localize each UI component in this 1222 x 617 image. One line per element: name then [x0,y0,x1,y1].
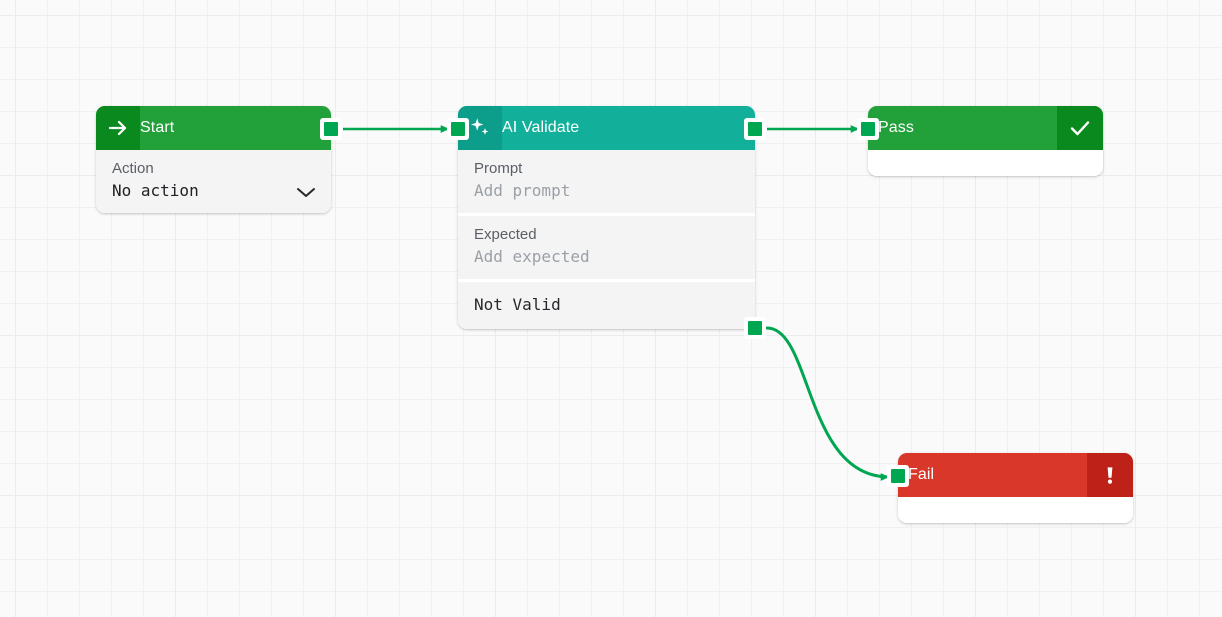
pass-input-port[interactable] [857,118,879,140]
node-ai-validate-header[interactable]: AI Validate [458,106,755,150]
ai-not-valid-row[interactable]: Not Valid [458,279,755,329]
ai-expected-row[interactable]: Expected Add expected [458,213,755,279]
node-pass[interactable]: Pass [868,106,1103,176]
ai-validate-invalid-port[interactable] [744,317,766,339]
node-ai-validate[interactable]: AI Validate Prompt Add prompt Expected A… [458,106,755,329]
node-start-header[interactable]: Start [96,106,331,150]
node-start[interactable]: Start Action No action [96,106,331,213]
node-pass-title: Pass [878,119,914,136]
exclamation-icon [1087,453,1133,497]
start-output-port[interactable] [320,118,342,140]
node-pass-body [868,150,1103,176]
node-start-body: Action No action [96,150,331,213]
node-fail-title: Fail [908,466,935,483]
fail-input-port[interactable] [887,465,909,487]
ai-validate-input-port[interactable] [447,118,469,140]
ai-expected-value[interactable]: Add expected [474,247,590,266]
check-icon [1057,106,1103,150]
node-start-title: Start [140,119,175,136]
node-ai-validate-body: Prompt Add prompt Expected Add expected … [458,150,755,329]
ai-validate-valid-port[interactable] [744,118,766,140]
edge-ai-validate-to-fail [765,326,891,481]
ai-prompt-label: Prompt [474,160,523,177]
node-ai-validate-title: AI Validate [502,119,580,136]
ai-prompt-value[interactable]: Add prompt [474,181,571,200]
node-fail-header[interactable]: Fail [898,453,1133,497]
chevron-down-icon[interactable] [295,185,317,199]
ai-prompt-row[interactable]: Prompt Add prompt [458,150,755,213]
ai-expected-label: Expected [474,226,537,243]
arrow-right-icon [96,106,140,150]
start-action-row[interactable]: Action No action [96,150,331,213]
node-fail-body [898,497,1133,523]
start-action-value: No action [112,181,199,200]
start-action-label: Action [112,160,154,177]
node-fail[interactable]: Fail [898,453,1133,523]
node-pass-header[interactable]: Pass [868,106,1103,150]
